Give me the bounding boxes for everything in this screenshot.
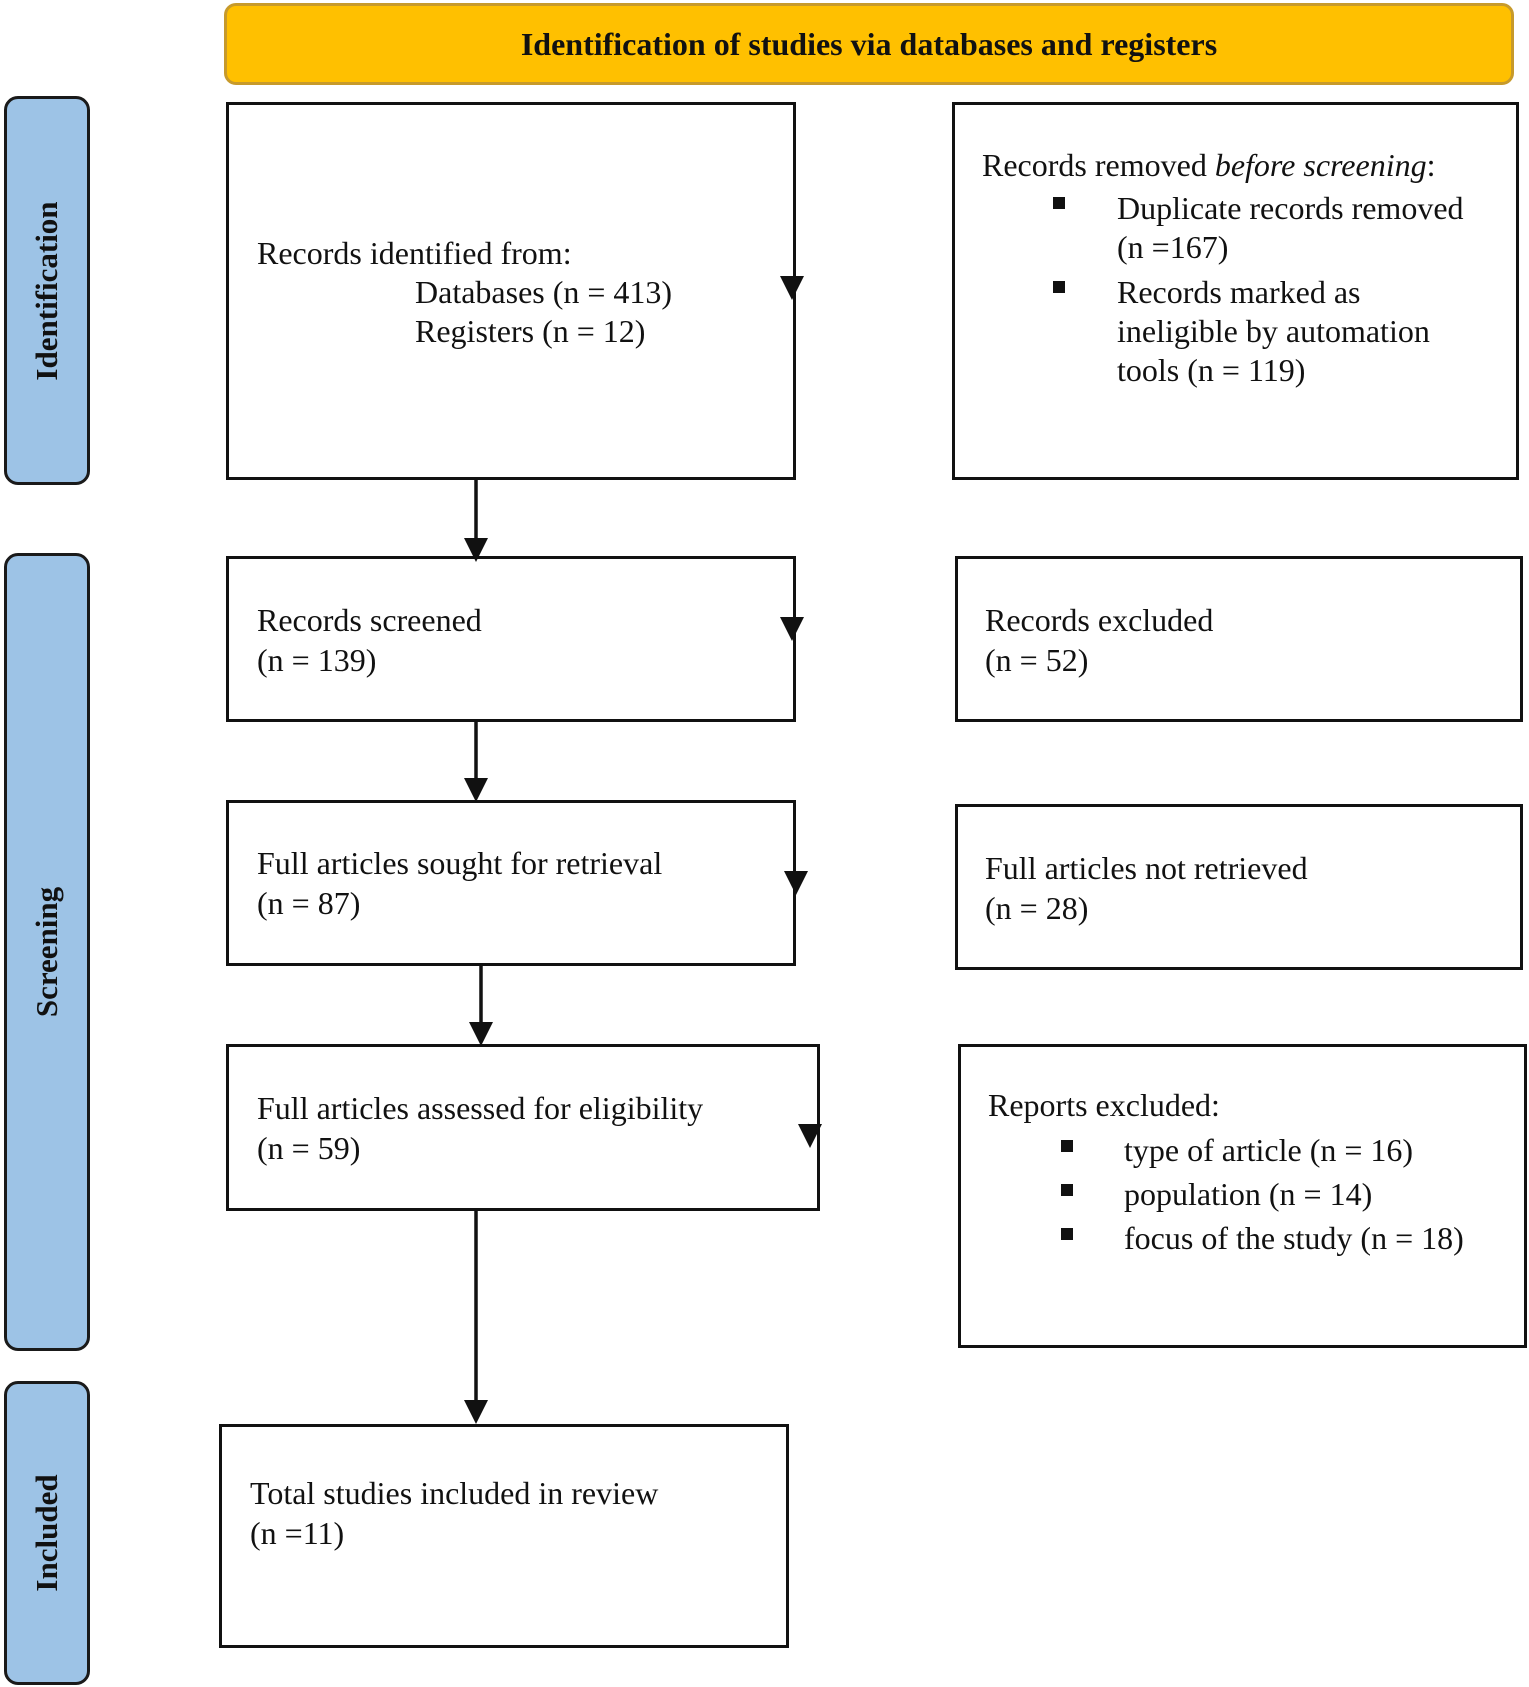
reports-excluded-title: Reports excluded: — [988, 1087, 1220, 1123]
assessed-eligibility-title: Full articles assessed for eligibility — [257, 1090, 704, 1126]
removed-duplicates-line1: Duplicate records removed — [1117, 190, 1464, 226]
sought-for-retrieval-title: Full articles sought for retrieval — [257, 845, 663, 881]
bullet-icon — [1061, 1184, 1073, 1196]
sought-for-retrieval-count: (n = 87) — [257, 885, 361, 921]
assessed-eligibility-box — [226, 1044, 820, 1211]
arrowhead-icon — [784, 871, 808, 895]
reports-excluded-item: focus of the study (n = 18) — [1124, 1220, 1464, 1256]
phase-screening: Screening — [4, 553, 90, 1351]
removed-ineligible-line3: tools (n = 119) — [1117, 352, 1306, 388]
arrowhead-icon — [798, 1124, 822, 1148]
sought-for-retrieval-box — [226, 800, 796, 966]
phase-included: Included — [4, 1381, 90, 1685]
removed-duplicates-line2: (n =167) — [1117, 229, 1229, 265]
records-identified-title: Records identified from: — [257, 235, 572, 271]
records-screened-title: Records screened — [257, 602, 482, 638]
phase-identification: Identification — [4, 96, 90, 485]
records-identified-databases: Databases (n = 413) — [415, 274, 673, 310]
reports-excluded-box — [958, 1044, 1527, 1348]
bullet-icon — [1053, 281, 1065, 293]
records-identified-box — [226, 102, 796, 480]
records-removed-title: Records removed before screening: — [982, 147, 1436, 183]
removed-ineligible-line1: Records marked as — [1117, 274, 1361, 310]
arrowhead-icon — [464, 778, 488, 802]
arrowhead-icon — [780, 276, 804, 300]
assessed-eligibility-count: (n = 59) — [257, 1130, 361, 1166]
removed-ineligible-line2: ineligible by automation — [1117, 313, 1430, 349]
header-title: Identification of studies via databases … — [520, 25, 1218, 62]
header-banner: Identification of studies via databases … — [224, 3, 1514, 85]
reports-excluded-item: population (n = 14) — [1124, 1176, 1373, 1212]
arrowhead-icon — [464, 538, 488, 562]
arrowhead-icon — [464, 1400, 488, 1424]
reports-excluded-item: type of article (n = 16) — [1124, 1132, 1414, 1168]
included-box — [219, 1424, 789, 1648]
arrowhead-icon — [780, 617, 804, 641]
bullet-icon — [1061, 1228, 1073, 1240]
records-excluded-count: (n = 52) — [985, 642, 1089, 678]
records-excluded-title: Records excluded — [985, 602, 1214, 638]
records-excluded-box — [955, 556, 1523, 722]
not-retrieved-title: Full articles not retrieved — [985, 850, 1308, 886]
included-title: Total studies included in review — [250, 1475, 659, 1511]
records-screened-box — [226, 556, 796, 722]
records-removed-box — [952, 102, 1519, 480]
bullet-icon — [1061, 1140, 1073, 1152]
arrowhead-icon — [469, 1022, 493, 1046]
not-retrieved-box — [955, 804, 1523, 970]
bullet-icon — [1053, 197, 1065, 209]
records-identified-registers: Registers (n = 12) — [415, 313, 646, 349]
included-count: (n =11) — [250, 1515, 345, 1551]
records-screened-count: (n = 139) — [257, 642, 377, 678]
not-retrieved-count: (n = 28) — [985, 890, 1089, 926]
